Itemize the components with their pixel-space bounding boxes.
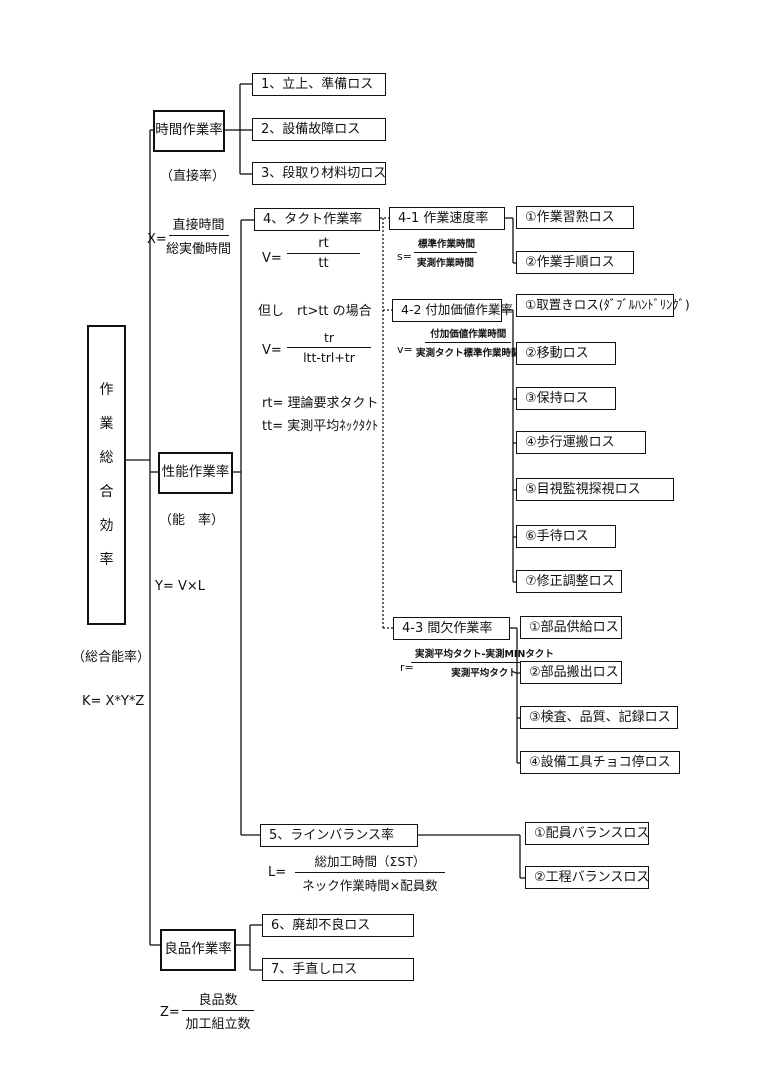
formula-v2-prefix: V= — [262, 343, 282, 358]
formula-r: 実測平均タクト-実測MINタクト 実測平均タクト — [411, 646, 558, 679]
title-char: 業 — [99, 416, 114, 432]
value-loss-7: ⑦修正調整ロス — [516, 570, 622, 593]
formula-r-prefix: r= — [400, 661, 414, 674]
formula-value-num: 付加価値作業時間 — [425, 326, 512, 343]
formula-v: rt tt — [287, 236, 360, 271]
formula-l-prefix: L= — [268, 865, 287, 880]
value-loss-2: ②移動ロス — [516, 342, 616, 365]
overall-efficiency-box: 作 業 総 合 効 率 — [87, 325, 126, 625]
title-char: 率 — [99, 552, 114, 568]
formula-z: 良品数 加工組立数 — [182, 989, 254, 1032]
title-char: 効 — [99, 518, 114, 534]
formula-z-prefix: Z= — [160, 1005, 180, 1020]
formula-r-num: 実測平均タクト-実測MINタクト — [411, 646, 558, 663]
formula-l-num: 総加工時間（ΣST） — [295, 851, 445, 873]
formula-y: Y= V×L — [155, 579, 205, 594]
formula-value: 付加価値作業時間 実測タクト標準作業時間 — [416, 326, 521, 359]
formula-v2: tr ltt-trl+tr — [287, 330, 371, 365]
formula-z-den: 加工組立数 — [185, 1017, 251, 1032]
formula-r-den: 実測平均タクト — [451, 668, 518, 679]
quality-efficiency-box: 良品作業率 — [160, 929, 236, 971]
quality-loss-1: 6、廃却不良ロス — [262, 914, 414, 937]
time-loss-1: 1、立上、準備ロス — [252, 73, 386, 96]
speed-loss-1: ①作業習熟ロス — [516, 206, 634, 229]
time-loss-3: 3、段取り材料切ロス — [252, 162, 386, 185]
speed-loss-2: ②作業手順ロス — [516, 251, 634, 274]
rt-definition: rt= 理論要求タクト — [262, 396, 379, 411]
tact-condition: 但し rt>tt の場合 — [258, 304, 372, 319]
formula-k: K= X*Y*Z — [82, 694, 145, 709]
formula-l: 総加工時間（ΣST） ネック作業時間×配員数 — [295, 851, 445, 894]
idle-loss-4: ④設備工具チョコ停ロス — [520, 751, 680, 774]
formula-z-num: 良品数 — [182, 989, 254, 1011]
quality-loss-2: 7、手直しロス — [262, 958, 414, 981]
formula-x-den: 総実働時間 — [166, 242, 232, 257]
value-loss-4: ④歩行運搬ロス — [516, 431, 646, 454]
formula-value-den: 実測タクト標準作業時間 — [416, 348, 521, 359]
tact-efficiency-box: 4、タクト作業率 — [254, 208, 380, 231]
formula-x-prefix: X= — [147, 232, 167, 247]
value-loss-3: ③保持ロス — [516, 387, 616, 410]
formula-v-num: rt — [287, 236, 360, 254]
title-char: 作 — [99, 382, 114, 398]
title-char: 総 — [99, 450, 114, 466]
value-loss-6: ⑥手待ロス — [516, 525, 616, 548]
line-balance-box: 5、ラインバランス率 — [260, 824, 418, 847]
idle-loss-1: ①部品供給ロス — [520, 616, 622, 639]
formula-v3-prefix: v= — [397, 343, 413, 356]
value-added-efficiency-box: 4-2 付加価値作業率 — [392, 299, 513, 322]
title-char: 合 — [99, 484, 114, 500]
overall-note: （総合能率） — [72, 650, 151, 665]
time-efficiency-box: 時間作業率 — [153, 110, 225, 152]
speed-efficiency-box: 4-1 作業速度率 — [389, 207, 505, 230]
formula-v-prefix: V= — [262, 251, 282, 266]
perf-note: （能 率） — [159, 513, 225, 528]
value-loss-1: ①取置きロス(ﾀﾞﾌﾞﾙﾊﾝﾄﾞﾘﾝｸﾞ) — [516, 294, 690, 317]
formula-l-den: ネック作業時間×配員数 — [302, 878, 438, 893]
formula-s-den: 実測作業時間 — [416, 258, 474, 269]
formula-s-prefix: s= — [397, 250, 412, 263]
formula-x: 直接時間 総実働時間 — [166, 214, 231, 257]
formula-x-num: 直接時間 — [168, 214, 229, 236]
formula-v2-den: ltt-trl+tr — [303, 350, 355, 365]
formula-v-den: tt — [318, 256, 329, 271]
balance-loss-2: ②工程バランスロス — [525, 866, 649, 889]
formula-v2-num: tr — [287, 330, 371, 348]
balance-loss-1: ①配員バランスロス — [525, 822, 649, 845]
performance-efficiency-box: 性能作業率 — [158, 452, 233, 494]
tt-definition: tt= 実測平均ﾈｯｸﾀｸﾄ — [262, 419, 379, 434]
value-loss-5: ⑤目視監視探視ロス — [516, 478, 674, 501]
idle-loss-3: ③検査、品質、記録ロス — [520, 706, 678, 729]
time-note: （直接率） — [160, 169, 226, 184]
formula-s: 標準作業時間 実測作業時間 — [414, 236, 477, 269]
idle-loss-2: ②部品搬出ロス — [520, 661, 622, 684]
time-loss-2: 2、設備故障ロス — [252, 118, 386, 141]
formula-s-num: 標準作業時間 — [414, 236, 477, 253]
intermittent-efficiency-box: 4-3 間欠作業率 — [393, 617, 510, 640]
